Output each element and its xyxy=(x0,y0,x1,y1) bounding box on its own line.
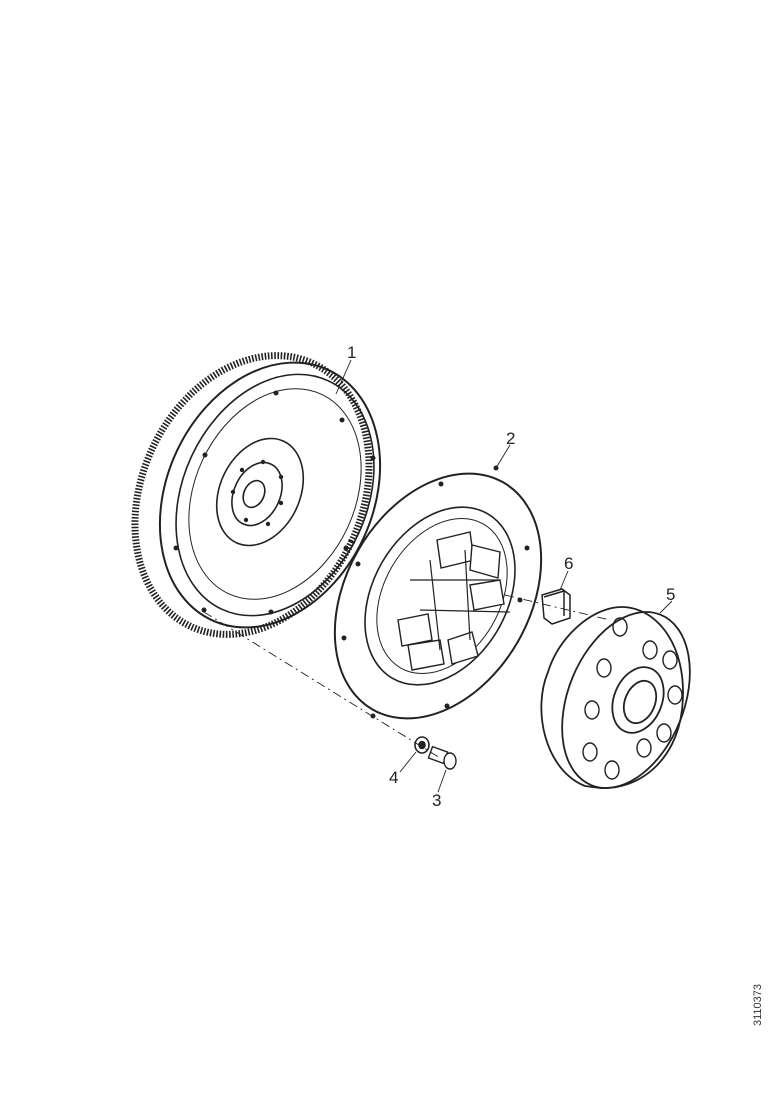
callout-4: 4 xyxy=(389,768,398,787)
coupling-plate-outer xyxy=(333,472,543,720)
assembly-line-bolt xyxy=(203,611,441,759)
coupling-element-lugs xyxy=(397,531,505,671)
hub-center-boss xyxy=(611,666,665,734)
washer xyxy=(414,736,430,754)
coupling-plate-ring xyxy=(364,506,516,686)
callout-3: 3 xyxy=(432,791,441,810)
flywheel-ring-gear xyxy=(131,352,373,638)
assembly-lines xyxy=(203,359,673,793)
bolt xyxy=(427,745,457,770)
flywheel-face-inner xyxy=(188,388,362,600)
flywheel-rim-bolts xyxy=(173,390,376,615)
coupling-plate xyxy=(333,465,543,720)
drawing-reference-code: 3110373 xyxy=(752,983,764,1026)
callout-6: 6 xyxy=(564,554,573,573)
flywheel-bolt-holes xyxy=(230,459,284,527)
hub-bolt-holes xyxy=(582,617,683,780)
leader-2 xyxy=(495,444,511,469)
leader-4 xyxy=(399,751,417,773)
leader-3 xyxy=(437,769,447,793)
hub-center-bore xyxy=(622,679,658,725)
leader-5 xyxy=(659,600,673,614)
coupling-plate-ring-inner xyxy=(376,517,508,675)
callouts: 1 2 6 5 4 3 xyxy=(347,343,675,810)
coupling-element-spokes xyxy=(410,549,511,651)
flywheel xyxy=(131,352,382,638)
assembly-line-hub xyxy=(504,594,611,621)
flywheel-center-bore xyxy=(242,479,266,509)
leader-6 xyxy=(559,570,569,591)
flywheel-rim xyxy=(158,361,382,629)
leader-1 xyxy=(335,359,352,395)
flywheel-hub-outer xyxy=(215,437,305,547)
rubber-element xyxy=(541,588,571,625)
callout-1: 1 xyxy=(347,343,356,362)
flywheel-hub-inner xyxy=(231,461,283,527)
hub xyxy=(540,606,691,789)
callout-2: 2 xyxy=(506,429,515,448)
hub-front-face xyxy=(561,611,691,789)
flywheel-face xyxy=(175,373,375,617)
callout-5: 5 xyxy=(666,585,675,604)
